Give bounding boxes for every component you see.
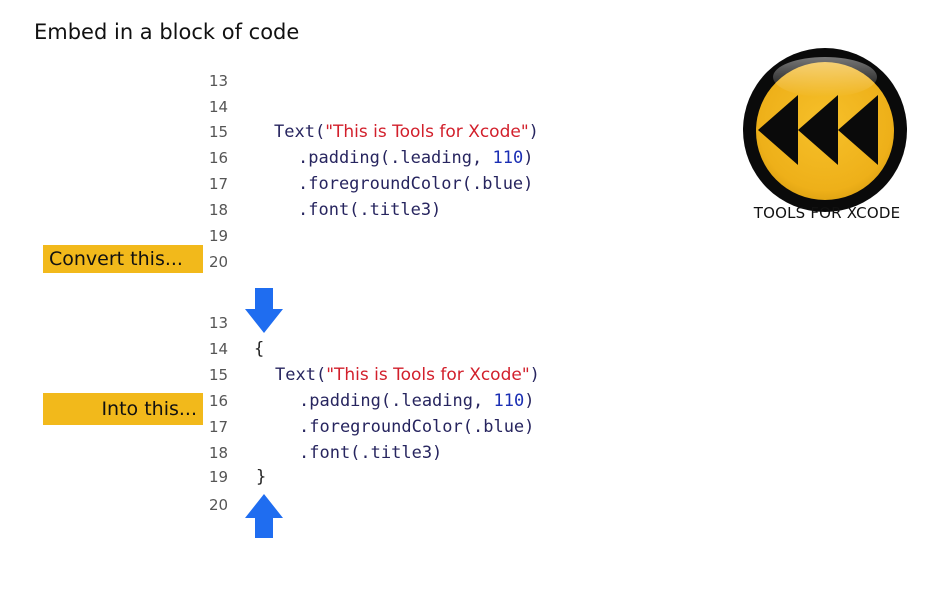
code-prefix: .padding(.leading, <box>298 148 493 168</box>
code-line: 15 Text("This is Tools for Xcode") <box>0 362 540 388</box>
code-line: 20 <box>0 492 228 518</box>
rewind-triangle <box>758 95 798 165</box>
code-text: .padding(.leading, 110) <box>299 388 534 414</box>
code-text: Text("This is Tools for Xcode") <box>274 119 539 145</box>
arrow-down-icon <box>245 288 283 333</box>
rewind-triangle <box>838 95 878 165</box>
code-prefix: Text( <box>275 365 327 385</box>
code-line: 18 .font(.title3) <box>0 197 441 223</box>
code-text: .foregroundColor(.blue) <box>298 174 534 194</box>
logo-caption: TOOLS FOR XCODE <box>753 204 901 222</box>
code-text: .font(.title3) <box>298 200 442 220</box>
code-suffix: ) <box>529 365 540 385</box>
code-prefix: .padding(.leading, <box>299 391 494 411</box>
line-number: 13 <box>209 72 229 90</box>
code-text: .foregroundColor(.blue) <box>299 417 535 437</box>
line-number: 16 <box>209 149 229 167</box>
number-literal: 110 <box>492 148 524 168</box>
code-line: 19 <box>0 223 228 249</box>
into-this-label: Into this... <box>43 393 203 425</box>
line-number: 15 <box>209 123 229 141</box>
rewind-triangle <box>798 95 838 165</box>
string-literal: "This is Tools for Xcode" <box>325 122 529 142</box>
number-literal: 110 <box>493 391 525 411</box>
line-number: 13 <box>209 314 229 332</box>
code-line: 16 .padding(.leading, 110) <box>0 145 533 171</box>
code-suffix: ) <box>523 148 534 168</box>
code-line: 16 .padding(.leading, 110) <box>0 388 534 414</box>
code-line: 17 .foregroundColor(.blue) <box>0 171 533 197</box>
code-line: 14 { <box>0 336 264 362</box>
code-line: 14 <box>0 94 228 120</box>
line-number: 17 <box>209 175 229 193</box>
code-prefix: Text( <box>274 122 326 142</box>
code-line: 13 <box>0 310 228 336</box>
slide-title: Embed in a block of code <box>34 20 300 44</box>
line-number: 19 <box>209 468 229 486</box>
code-line: 19 } <box>0 464 266 490</box>
line-number: 17 <box>209 418 229 436</box>
line-number: 14 <box>209 340 229 358</box>
code-suffix: ) <box>524 391 535 411</box>
open-brace: { <box>254 339 265 359</box>
code-line: 18 .font(.title3) <box>0 440 442 466</box>
line-number: 19 <box>209 227 229 245</box>
code-text: .font(.title3) <box>299 443 443 463</box>
line-number: 18 <box>209 201 229 219</box>
code-line: 20 <box>0 249 228 275</box>
code-line: 15 Text("This is Tools for Xcode") <box>0 119 539 145</box>
code-text: } <box>256 464 266 490</box>
code-line: 13 <box>0 68 228 94</box>
line-number: 15 <box>209 366 229 384</box>
logo-gloss <box>773 57 877 97</box>
code-text: .padding(.leading, 110) <box>298 145 533 171</box>
arrow-up-icon <box>245 494 283 538</box>
string-literal: "This is Tools for Xcode" <box>326 365 530 385</box>
close-brace: } <box>256 467 267 487</box>
line-number: 14 <box>209 98 229 116</box>
code-text: Text("This is Tools for Xcode") <box>275 362 540 388</box>
code-line: 17 .foregroundColor(.blue) <box>0 414 534 440</box>
code-suffix: ) <box>528 122 539 142</box>
convert-this-label: Convert this... <box>43 245 203 273</box>
line-number: 16 <box>209 392 229 410</box>
line-number: 18 <box>209 444 229 462</box>
rewind-icon <box>743 48 907 212</box>
line-number: 20 <box>209 253 229 271</box>
code-text: { <box>254 336 264 362</box>
line-number: 20 <box>209 496 229 514</box>
